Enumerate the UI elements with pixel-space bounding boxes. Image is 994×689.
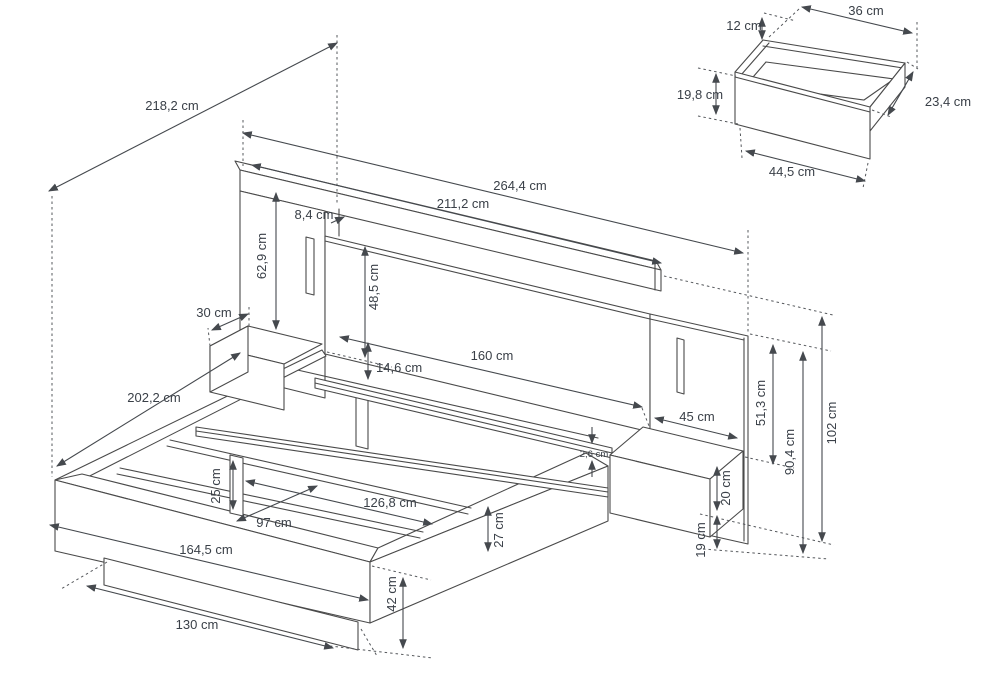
dimension-lines (48, 5, 914, 650)
dim-label-264-4: 264,4 cm (493, 178, 546, 193)
drawer-detail (734, 39, 906, 160)
dim-label-27: 27 cm (491, 512, 506, 547)
dim-label-102: 102 cm (824, 402, 839, 445)
dim-label-25: 25 cm (208, 468, 223, 503)
dim-label-20: 20 cm (718, 470, 733, 505)
dim-label-48-5: 48,5 cm (366, 264, 381, 310)
dim-label-42: 42 cm (384, 576, 399, 611)
drawer-dim-label-23-4: 23,4 cm (925, 94, 971, 109)
dim-label-30: 30 cm (196, 305, 231, 320)
dim-label-130: 130 cm (176, 617, 219, 632)
dim-label-211-2: 211,2 cm (437, 196, 490, 211)
dim-label-97: 97 cm (256, 515, 291, 530)
drawer-dim-label-19-8: 19,8 cm (677, 87, 723, 102)
dim-label-164-5: 164,5 cm (179, 542, 232, 557)
dim-label-45: 45 cm (679, 409, 714, 424)
dim-label-218-2: 218,2 cm (145, 98, 198, 113)
drawer-dim-label-44-5: 44,5 cm (769, 164, 815, 179)
dim-label-202-2: 202,2 cm (127, 390, 180, 405)
dim-label-8-4: 8,4 cm (294, 207, 333, 222)
dim-label-14-6: 14,6 cm (376, 360, 422, 375)
dim-label-2-6: 2,6 cm (580, 449, 609, 460)
dim-label-62-9: 62,9 cm (254, 233, 269, 279)
drawer-dim-label-36: 36 cm (848, 3, 883, 18)
dim-label-90-4: 90,4 cm (782, 429, 797, 475)
dimension-labels: 218,2 cm 264,4 cm 211,2 cm 8,4 cm 62,9 c… (127, 3, 971, 632)
dim-label-19: 19 cm (693, 522, 708, 557)
dim-label-126-8: 126,8 cm (363, 495, 416, 510)
drawer-dim-label-12: 12 cm (726, 18, 761, 33)
dim-label-51-3: 51,3 cm (753, 380, 768, 426)
dim-label-160: 160 cm (471, 348, 514, 363)
